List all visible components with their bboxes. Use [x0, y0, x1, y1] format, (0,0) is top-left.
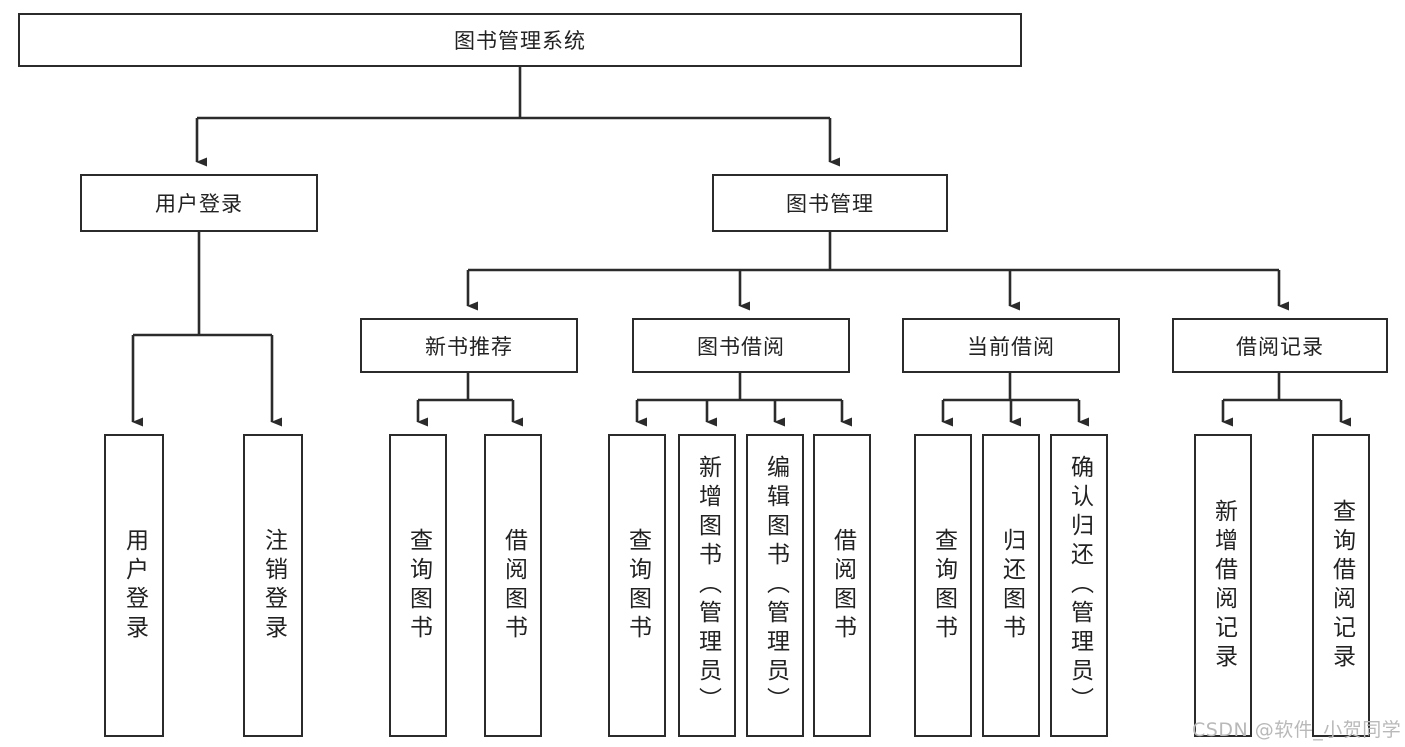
leaf-label: 注销登录 — [260, 527, 287, 644]
node-book-borrow[interactable]: 图书借阅 — [632, 318, 850, 373]
leaf-query-book-current[interactable]: 查询图书 — [914, 434, 972, 737]
leaf-borrow-book[interactable]: 借阅图书 — [813, 434, 871, 737]
leaf-edit-book-admin[interactable]: 编辑图书（管理员） — [746, 434, 804, 737]
node-borrow-record[interactable]: 借阅记录 — [1172, 318, 1388, 373]
leaf-logout[interactable]: 注销登录 — [243, 434, 303, 737]
node-current-borrow[interactable]: 当前借阅 — [902, 318, 1120, 373]
leaf-label: 查询图书 — [624, 527, 651, 644]
leaf-query-borrow-record[interactable]: 查询借阅记录 — [1312, 434, 1370, 737]
leaf-user-login[interactable]: 用户登录 — [104, 434, 164, 737]
leaf-label: 确认归还（管理员） — [1066, 455, 1093, 716]
leaf-borrow-book-new[interactable]: 借阅图书 — [484, 434, 542, 737]
leaf-label: 查询图书 — [405, 527, 432, 644]
node-user-login[interactable]: 用户登录 — [80, 174, 318, 232]
leaf-confirm-return-admin[interactable]: 确认归还（管理员） — [1050, 434, 1108, 737]
leaf-add-book-admin[interactable]: 新增图书（管理员） — [678, 434, 736, 737]
leaf-label: 查询借阅记录 — [1328, 498, 1355, 673]
node-new-book-recommend[interactable]: 新书推荐 — [360, 318, 578, 373]
leaf-label: 查询图书 — [930, 527, 957, 644]
leaf-query-book-borrow[interactable]: 查询图书 — [608, 434, 666, 737]
leaf-label: 归还图书 — [998, 527, 1025, 644]
leaf-label: 借阅图书 — [829, 527, 856, 644]
leaf-label: 新增图书（管理员） — [694, 455, 721, 716]
leaf-label: 编辑图书（管理员） — [762, 455, 789, 716]
node-root[interactable]: 图书管理系统 — [18, 13, 1022, 67]
leaf-label: 借阅图书 — [500, 527, 527, 644]
leaf-query-book-new[interactable]: 查询图书 — [389, 434, 447, 737]
leaf-add-borrow-record[interactable]: 新增借阅记录 — [1194, 434, 1252, 737]
node-book-management[interactable]: 图书管理 — [712, 174, 948, 232]
leaf-return-book[interactable]: 归还图书 — [982, 434, 1040, 737]
leaf-label: 用户登录 — [121, 527, 148, 644]
watermark: CSDN @软件_小贺同学 — [1192, 719, 1402, 741]
leaf-label: 新增借阅记录 — [1210, 498, 1237, 673]
